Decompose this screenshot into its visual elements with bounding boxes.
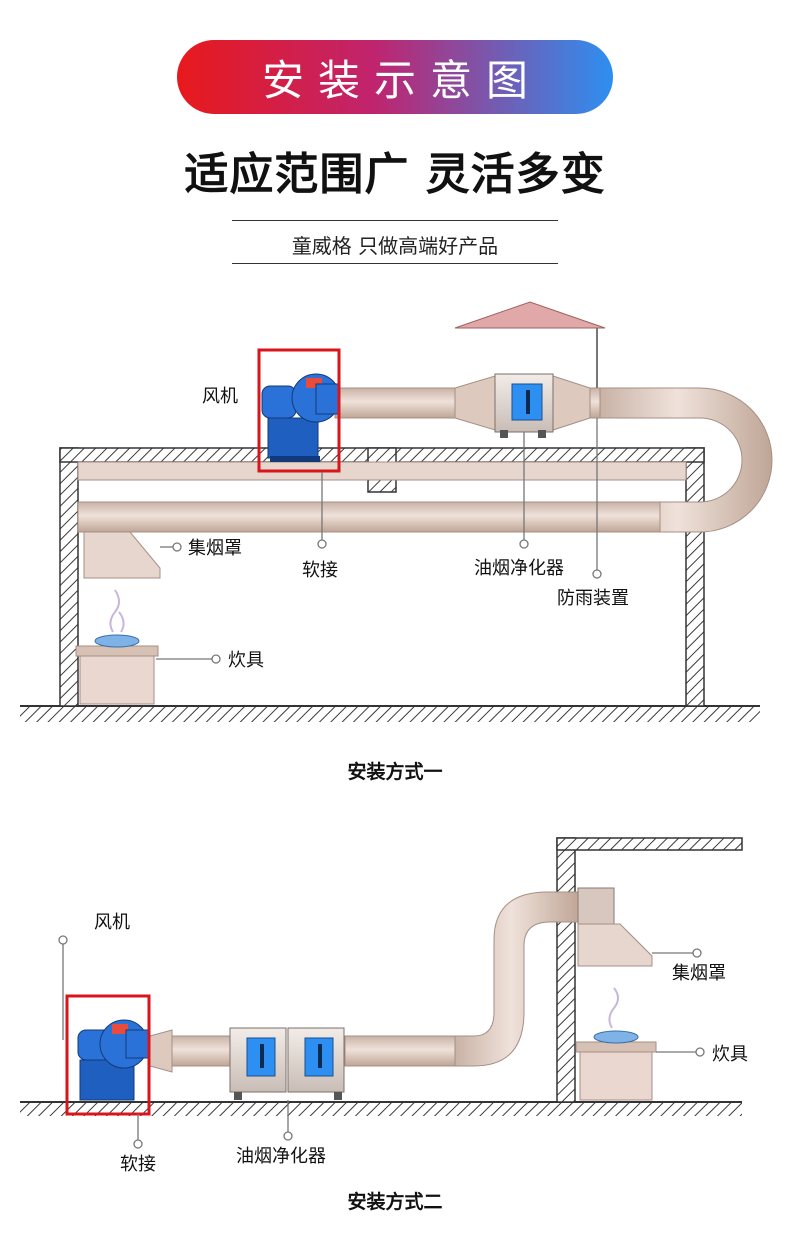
- fan-2: [77, 1019, 149, 1101]
- caption-2: 安装方式二: [347, 1190, 442, 1213]
- ground-2: [20, 1102, 742, 1116]
- fan-1: [261, 373, 341, 462]
- stove-1: [75, 589, 159, 705]
- label-fan-1: 风机: [202, 386, 238, 407]
- label-fan-2: 风机: [94, 912, 130, 933]
- indoor-duct-1: [77, 501, 699, 533]
- hood-1: [83, 531, 161, 579]
- wall-2: [556, 837, 576, 1103]
- label-rain-guard-1: 防雨装置: [557, 588, 629, 609]
- banner-title: 安装示意图: [261, 55, 542, 105]
- label-purifier-2: 油烟净化器: [236, 1146, 326, 1167]
- label-stove-2: 炊具: [712, 1044, 748, 1065]
- hood-2: [577, 923, 653, 967]
- title-banner: 安装示意图: [177, 40, 613, 114]
- fan-highlight-1: [257, 348, 341, 473]
- label-soft-joint-1: 软接: [302, 560, 338, 581]
- purifiers-2: [229, 1027, 345, 1100]
- diagram-2: 风机 集烟罩 炊具 软接 油烟净化器 安装方式二: [20, 837, 748, 1213]
- label-stove-1: 炊具: [228, 650, 264, 671]
- diagram-1: 风机 集烟罩 软接 油烟净化器 防雨装置 炊具 安装方式一: [20, 301, 773, 783]
- label-soft-joint-2: 软接: [120, 1154, 156, 1175]
- wall-left-1: [59, 447, 79, 707]
- roof-2: [556, 837, 743, 851]
- wall-right-1: [685, 447, 705, 707]
- subtitle: 童威格 只做高端好产品: [291, 234, 499, 258]
- label-hood-1: 集烟罩: [188, 538, 242, 559]
- rain-guard-1: [454, 301, 606, 329]
- caption-1: 安装方式一: [347, 760, 442, 783]
- divider-top: [232, 220, 558, 221]
- divider-bottom: [232, 263, 558, 264]
- ground-1: [20, 706, 760, 722]
- fan-highlight-2: [65, 994, 151, 1116]
- headline: 适应范围广 灵活多变: [184, 149, 606, 200]
- label-purifier-1: 油烟净化器: [474, 558, 564, 579]
- label-hood-2: 集烟罩: [672, 963, 726, 984]
- stove-2: [575, 987, 657, 1101]
